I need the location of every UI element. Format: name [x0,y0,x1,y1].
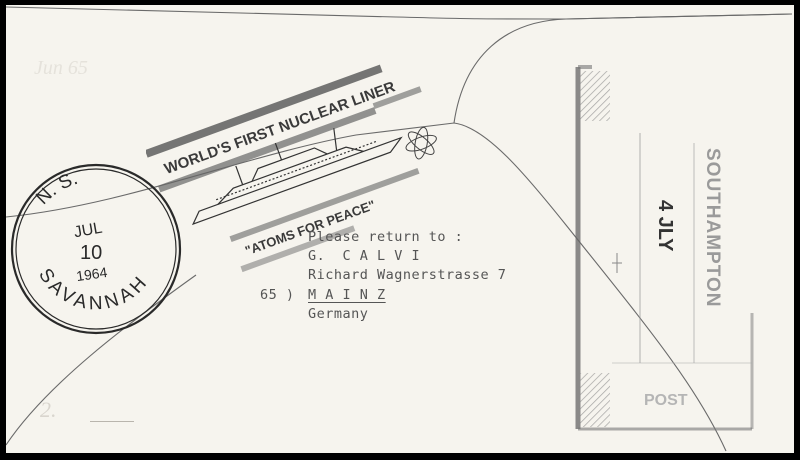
atom-icon [405,126,437,160]
return-address-name: G. C A L V I [308,248,421,264]
ship-icon [191,128,403,226]
cancel-post-label: POST [644,392,688,409]
postmark-day: 10 [80,242,102,264]
return-address-postcode: 65 ) [260,287,295,303]
postmark-year: 1964 [75,264,108,284]
envelope-back: Jun 65 2. WORLD'S FIRST NUCLEAR LINER [6,5,794,453]
machine-cancel-southampton: SOUTHAMPTON 4 JLY POST [575,65,754,431]
cancel-date: 4 JLY [654,200,676,252]
postmark-month: JUL [73,220,104,242]
pencil-dash [90,421,134,422]
cachet-stamp: WORLD'S FIRST NUCLEAR LINER "ATOMS FOR P… [146,64,437,273]
cancel-town: SOUTHAMPTON [702,148,723,307]
return-address-city: M A I N Z [308,287,386,303]
return-address-line1: Please return to : [308,229,464,245]
pencil-note-bottom-left: 2. [40,397,57,422]
return-address-street: Richard Wagnerstrasse 7 [308,267,507,283]
postmark-savannah: N. S. SAVANNAH JUL 10 1964 [10,163,182,335]
pencil-note-top-left: Jun 65 [34,57,88,79]
return-address-country: Germany [308,306,369,322]
